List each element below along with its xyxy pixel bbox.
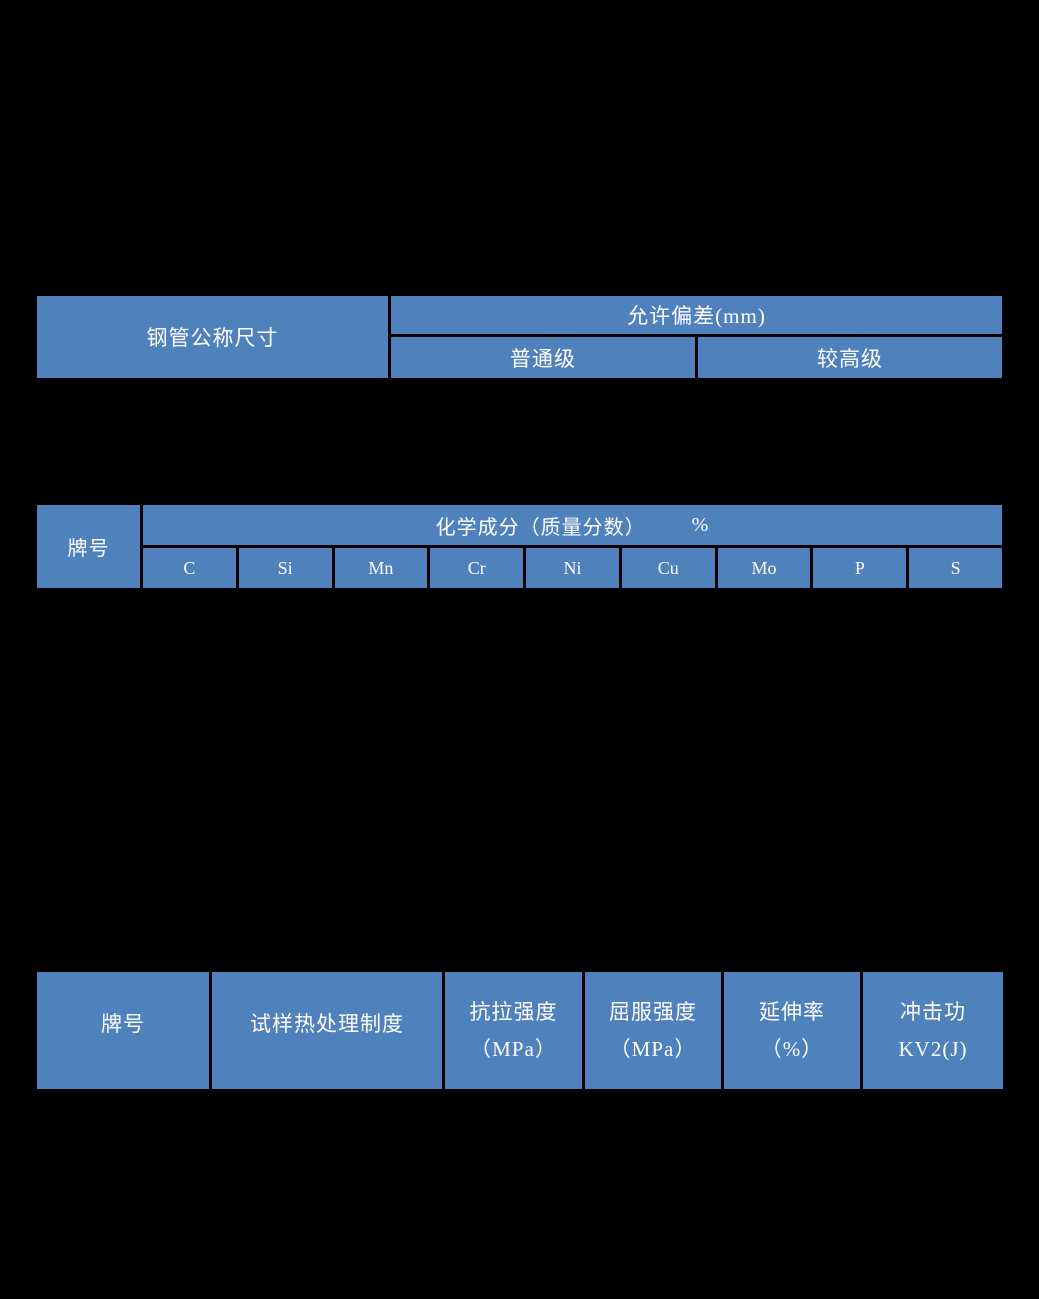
column-label-line1: 冲击功 [900,1000,966,1025]
chemical-composition-table: 牌号 化学成分（质量分数） % C Si Mn Cr Ni Cu Mo P [37,505,1002,588]
column-label-line1: 屈服强度 [609,1000,697,1025]
column-label-line1: 抗拉强度 [469,1000,558,1025]
element-symbol: Mn [368,557,394,578]
grade-label: 牌号 [67,538,110,560]
column-label-line2: （MPa） [470,1036,557,1061]
composition-header-label: 化学成分（质量分数） [435,516,646,539]
impact-energy-header-cell: 冲击功 KV2(J) [863,972,1003,1089]
element-symbol: Cr [467,557,486,578]
element-header-cell-s: S [909,548,1002,588]
element-header-cell-ni: Ni [526,548,619,588]
composition-header-cell: 化学成分（质量分数） % [143,505,1002,545]
column-label-line1: 牌号 [101,1012,145,1037]
higher-grade-label: 较高级 [817,346,883,371]
element-header-cell-cu: Cu [621,548,715,588]
element-header-cell-mo: Mo [717,548,811,588]
grade-header-cell: 牌号 [37,972,209,1089]
mechanical-properties-table: 牌号 试样热处理制度 抗拉强度 （MPa） 屈服强度 （MPa） 延伸率 （%）… [37,972,1003,1089]
percent-sign-label: % [691,513,710,536]
element-symbol: P [854,557,865,578]
nominal-size-header-cell: 钢管公称尺寸 [37,296,388,378]
element-header-cell-si: Si [238,548,332,588]
heat-treatment-header-cell: 试样热处理制度 [212,972,442,1089]
element-header-cell-c: C [143,548,236,588]
tensile-strength-header-cell: 抗拉强度 （MPa） [445,972,582,1089]
column-label-line2: （MPa） [609,1036,697,1061]
column-label-line2: KV2(J) [898,1036,968,1061]
pipe-size-deviation-table: 钢管公称尺寸 允许偏差(mm) 普通级 较高级 [37,296,1002,378]
ordinary-grade-label: 普通级 [510,346,576,371]
column-label-line1: 试样热处理制度 [250,1012,404,1037]
element-header-cell-cr: Cr [430,548,524,588]
element-symbol: Cu [657,557,679,578]
column-label-line2: （%） [760,1036,824,1061]
nominal-size-label: 钢管公称尺寸 [146,326,279,350]
yield-strength-header-cell: 屈服强度 （MPa） [585,972,721,1089]
deviation-header-cell: 允许偏差(mm) [391,296,1002,334]
elongation-header-cell: 延伸率 （%） [724,972,860,1089]
element-header-cell-p: P [813,548,907,588]
column-label-line1: 延伸率 [759,1000,825,1025]
deviation-grade-row: 普通级 较高级 [391,337,1002,378]
ordinary-grade-header-cell: 普通级 [391,337,695,378]
element-symbol: Ni [563,557,582,578]
element-symbol: S [950,557,961,578]
higher-grade-header-cell: 较高级 [698,337,1002,378]
deviation-header-label: 允许偏差(mm) [627,304,766,328]
element-symbol: C [183,557,196,578]
element-header-cell-mn: Mn [334,548,428,588]
element-symbol: Si [277,557,293,578]
grade-header-cell: 牌号 [37,505,140,588]
element-symbol: Mo [751,557,777,578]
